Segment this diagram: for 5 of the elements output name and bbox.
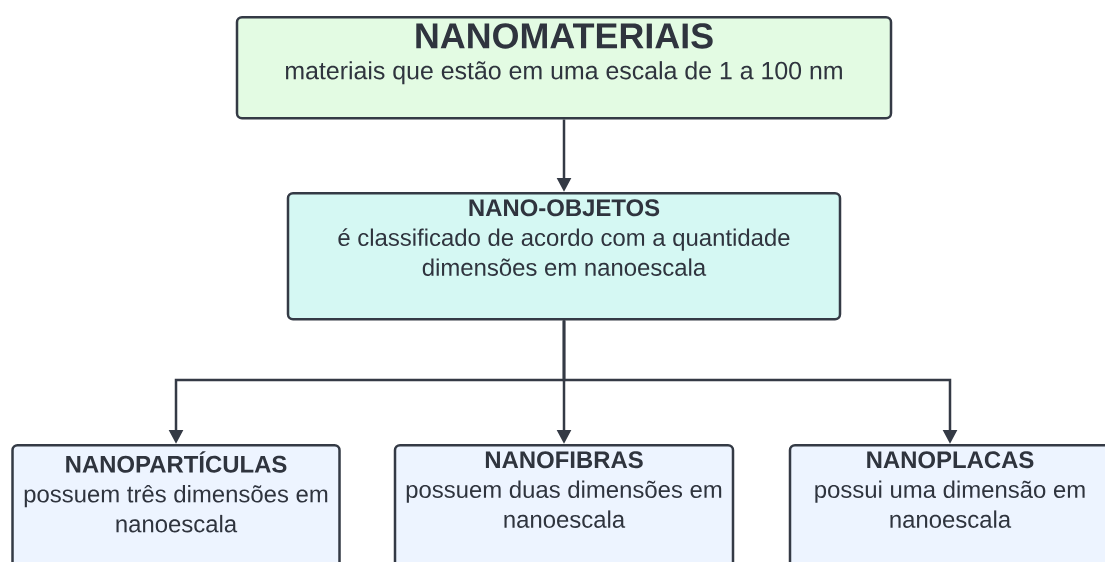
concept-box: NANOFIBRAS possuem duas dimensões em nanoescala [393,444,735,562]
concept-box: NANO-OBJETOS é classificado de acordo com a quantidade dimensões em nanoescala [286,192,842,321]
concept-box: NANOPARTÍCULAS possuem três dimensões em nanoescala [11,444,341,562]
concept-box: NANOPLACAS possui uma dimensão em nanoescala [788,444,1105,562]
concept-box: NANOMATERIAIS materiais que estão em uma escala de 1 a 100 nm [235,16,893,120]
